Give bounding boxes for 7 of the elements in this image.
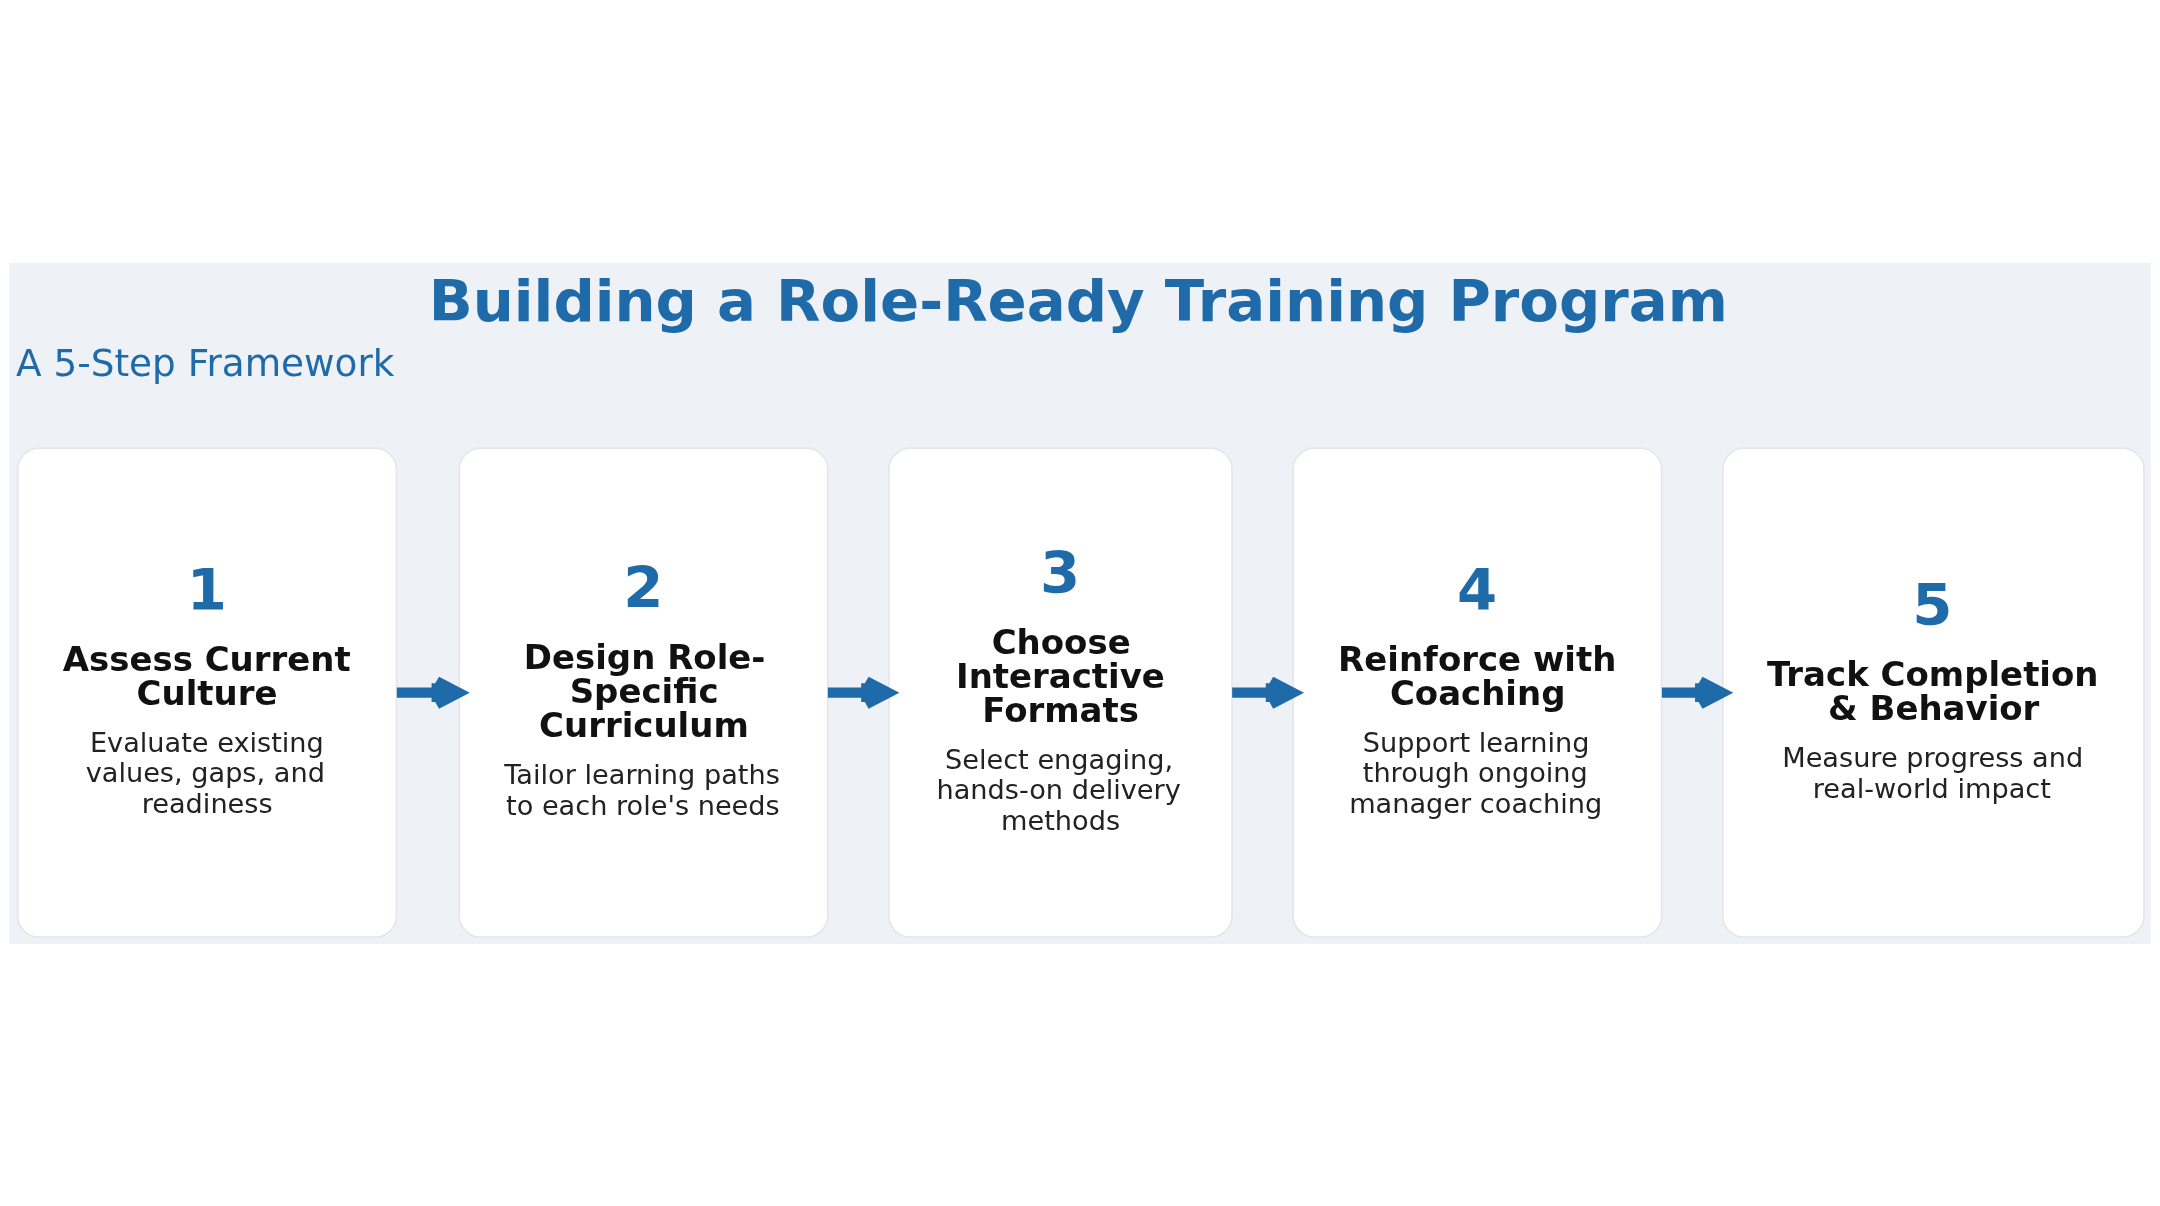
label: A 5-Step Framework — [16, 340, 395, 385]
node-box: 4 Reinforce with Coaching Support learning through ongoing manager coaching — [1292, 446, 1663, 938]
node-box: 3 Choose Interactive Formats Select engaging, hands-on delivery methods — [888, 446, 1233, 938]
node-box: 1 Assess Current Culture Evaluate existing values, gaps, and readiness — [16, 446, 398, 938]
node-box: 2 Design Role-Specific Curriculum Tailor learning paths to each role's needs — [458, 446, 829, 938]
diagram-title: Building a Role-Ready Training Program — [428, 266, 1728, 335]
node-box: 5 Track Completion & Behavior Measure progress and real-world impact — [1721, 446, 2145, 938]
